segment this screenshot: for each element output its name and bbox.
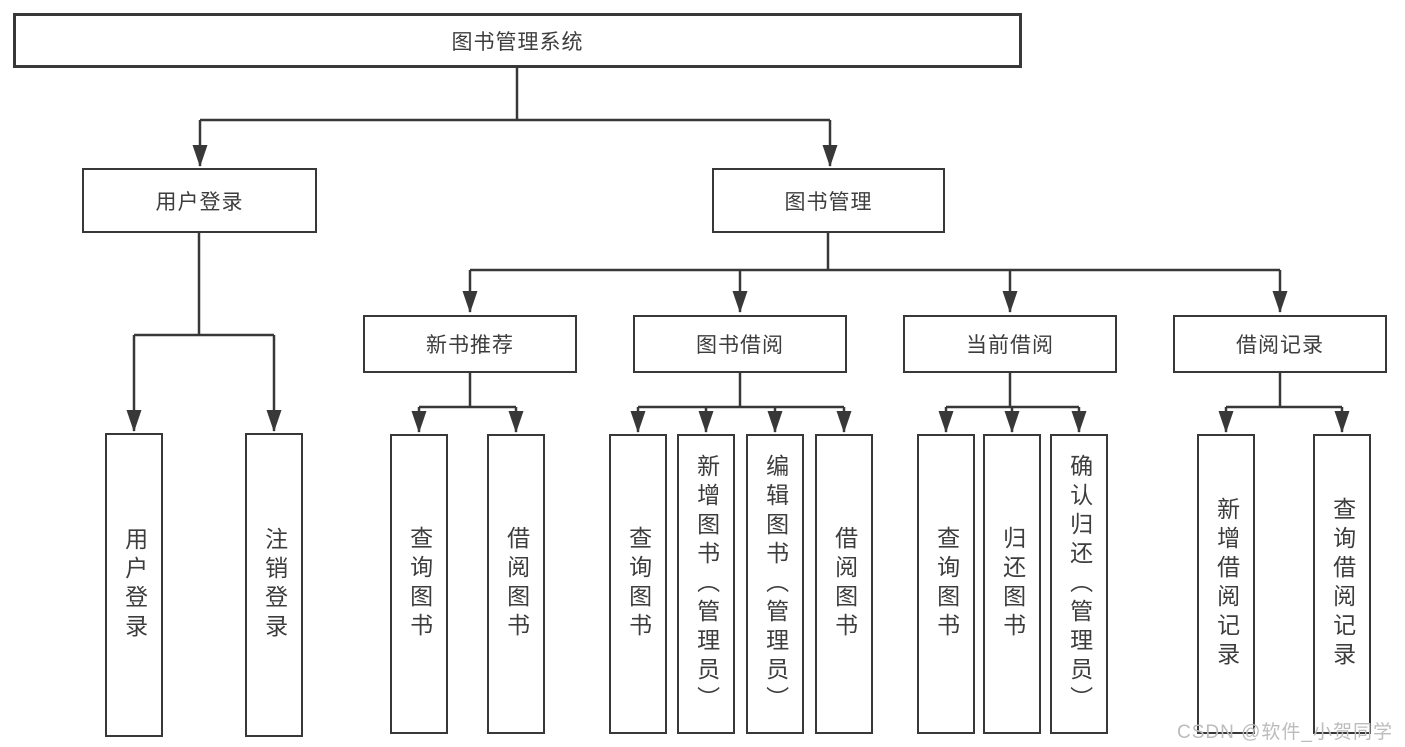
node-label: 当前借阅 — [966, 334, 1054, 357]
node-label: 用户登录 — [121, 527, 148, 643]
leaf-edit-book-admin: 编辑图书（管理员） — [746, 434, 804, 734]
leaf-query-books-borrow: 查询图书 — [609, 434, 667, 734]
leaf-query-books-current: 查询图书 — [917, 434, 975, 734]
node-label: 归还图书 — [999, 526, 1026, 642]
leaf-logout: 注销登录 — [245, 433, 303, 737]
node-label: 新书推荐 — [426, 334, 514, 357]
node-label: 图书管理 — [784, 190, 873, 214]
node-label: 查询借阅记录 — [1329, 497, 1356, 671]
leaf-query-borrow-record: 查询借阅记录 — [1313, 434, 1371, 734]
node-label: 图书借阅 — [696, 334, 784, 357]
node-current-borrowing: 当前借阅 — [903, 315, 1117, 373]
node-label: 借阅图书 — [831, 526, 858, 642]
leaf-user-login: 用户登录 — [105, 433, 163, 737]
leaf-add-book-admin: 新增图书（管理员） — [677, 434, 735, 734]
node-label: 新增借阅记录 — [1213, 497, 1240, 671]
node-label: 确认归还（管理员） — [1066, 453, 1093, 715]
node-label: 借阅记录 — [1236, 334, 1324, 357]
node-new-book-recommendation: 新书推荐 — [363, 315, 577, 373]
node-label: 查询图书 — [625, 526, 652, 642]
leaf-borrow-books-recommend: 借阅图书 — [487, 434, 545, 734]
leaf-return-book: 归还图书 — [983, 434, 1041, 734]
node-label: 用户登录 — [155, 190, 244, 214]
node-label: 查询图书 — [406, 526, 433, 642]
node-book-management: 图书管理 — [712, 168, 945, 233]
node-borrowing-records: 借阅记录 — [1173, 315, 1387, 373]
node-label: 借阅图书 — [503, 526, 530, 642]
node-library-management-system: 图书管理系统 — [13, 13, 1022, 68]
node-label: 查询图书 — [933, 526, 960, 642]
leaf-add-borrow-record: 新增借阅记录 — [1197, 434, 1255, 734]
node-label: 注销登录 — [261, 527, 288, 643]
node-label: 图书管理系统 — [451, 30, 584, 54]
node-label: 新增图书（管理员） — [693, 453, 720, 715]
leaf-borrow-books: 借阅图书 — [815, 434, 873, 734]
leaf-query-books-recommend: 查询图书 — [390, 434, 448, 734]
node-book-borrowing: 图书借阅 — [633, 315, 847, 373]
node-user-login: 用户登录 — [82, 168, 317, 233]
csdn-watermark: CSDN @软件_小贺同学 — [1177, 722, 1393, 743]
node-label: 编辑图书（管理员） — [762, 453, 789, 715]
leaf-confirm-return-admin: 确认归还（管理员） — [1050, 434, 1108, 734]
